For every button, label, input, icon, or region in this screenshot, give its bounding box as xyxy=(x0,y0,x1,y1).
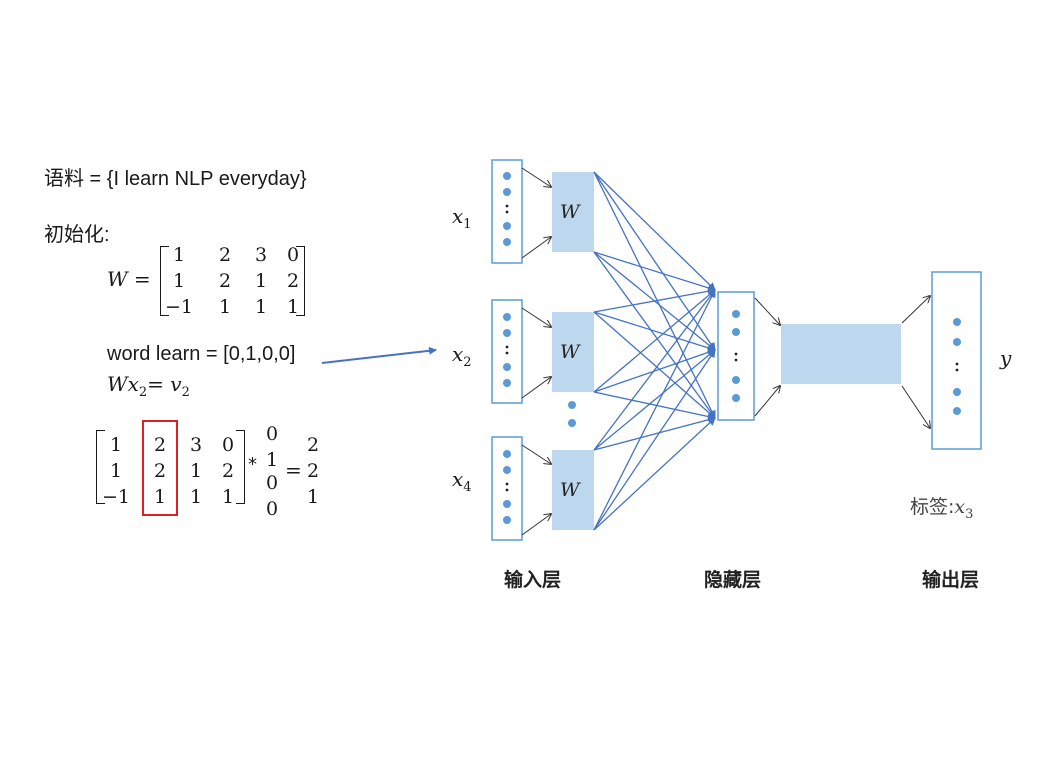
matrix-w-cell-1-1: 2 xyxy=(218,270,232,292)
matrix-calc-right-bracket xyxy=(236,430,245,504)
multiply-star: * xyxy=(248,454,257,475)
equals-sign: = xyxy=(285,458,302,482)
caption-input-layer: 输入层 xyxy=(504,569,562,591)
projection-box xyxy=(781,324,901,384)
ellipsis-dots xyxy=(505,204,959,492)
matrix-w-cell-1-0: 1 xyxy=(172,270,186,292)
matrix-calc-cell-1-1: 2 xyxy=(153,460,167,482)
matrix-calc-cell-1-2: 1 xyxy=(189,460,203,482)
matrix-w-cell-0-0: 1 xyxy=(172,244,186,266)
result-entry-1: 2 xyxy=(306,460,320,482)
matrix-w-cell-2-0: −1 xyxy=(164,296,193,318)
w-label-2: W xyxy=(560,341,580,363)
highlight-column-box xyxy=(142,420,178,516)
tag-label: 标签:x3 xyxy=(910,496,974,522)
matrix-calc-cell-2-2: 1 xyxy=(189,486,203,508)
vector-entry-0: 0 xyxy=(265,423,279,445)
eq-x: x xyxy=(127,372,139,396)
arrow-in-2b xyxy=(521,377,551,399)
vector-entry-2: 0 xyxy=(265,472,279,494)
equation-wx2-v2: Wx2= v2 xyxy=(107,372,190,400)
matrix-w-cell-2-3: 1 xyxy=(286,296,300,318)
matrix-calc-cell-2-3: 1 xyxy=(221,486,235,508)
matrix-w-cell-0-3: 0 xyxy=(286,244,300,266)
matrix-w-right-bracket xyxy=(296,246,305,316)
matrix-w-cell-1-2: 1 xyxy=(254,270,268,292)
w-box-2 xyxy=(552,312,594,392)
vector-entry-1: 1 xyxy=(265,449,279,471)
corpus-line: 语料 = {I learn NLP everyday} xyxy=(44,168,307,190)
arrow-in-4b xyxy=(521,514,551,536)
w-box-1 xyxy=(552,172,594,252)
matrix-w-cell-1-3: 2 xyxy=(286,270,300,292)
eq-equals: = xyxy=(147,372,164,396)
eq-v: v xyxy=(170,372,182,396)
w-equals-label: W = xyxy=(107,267,151,291)
arrow-hidden-b xyxy=(754,386,780,417)
init-label: 初始化: xyxy=(44,224,110,246)
matrix-calc-cell-0-2: 3 xyxy=(189,434,203,456)
word-learn-line: word learn = [0,1,0,0] xyxy=(107,343,296,365)
w-label-3: W xyxy=(560,479,580,501)
arrow-hidden-a xyxy=(754,297,780,325)
matrix-calc-cell-0-3: 0 xyxy=(221,434,235,456)
label-y: y xyxy=(1000,346,1012,370)
label-x2: x2 xyxy=(452,342,472,370)
caption-output-layer: 输出层 xyxy=(922,569,980,591)
label-x1: x1 xyxy=(452,204,472,232)
matrix-calc-left-bracket xyxy=(96,430,105,504)
matrix-calc-cell-2-1: 1 xyxy=(153,486,167,508)
eq-w: W xyxy=(107,372,128,396)
matrix-w-cell-0-1: 2 xyxy=(218,244,232,266)
w-label-1: W xyxy=(560,201,580,223)
label-x4: x4 xyxy=(452,467,472,495)
matrix-calc-cell-0-1: 2 xyxy=(153,434,167,456)
result-entry-0: 2 xyxy=(306,434,320,456)
arrow-in-1b xyxy=(521,237,551,259)
matrix-w-cell-0-2: 3 xyxy=(254,244,268,266)
neuron-dots xyxy=(503,172,961,524)
matrix-calc-cell-0-0: 1 xyxy=(109,434,123,456)
eq-vsub: 2 xyxy=(181,385,190,400)
pointer-arrow xyxy=(321,346,437,364)
output-vector xyxy=(931,271,982,450)
w-box-3 xyxy=(552,450,594,530)
matrix-calc-cell-2-0: −1 xyxy=(101,486,130,508)
arrow-in-4a xyxy=(521,444,551,464)
matrix-calc-cell-1-0: 1 xyxy=(109,460,123,482)
matrix-w-left-bracket xyxy=(160,246,169,316)
matrix-calc-cell-1-3: 2 xyxy=(221,460,235,482)
caption-hidden-layer: 隐藏层 xyxy=(704,569,762,591)
arrow-out-b xyxy=(901,385,930,428)
matrix-w-cell-2-1: 1 xyxy=(218,296,232,318)
vector-entry-3: 0 xyxy=(265,498,279,520)
arrow-out-a xyxy=(901,296,930,324)
arrow-in-2a xyxy=(521,307,551,327)
matrix-w-cell-2-2: 1 xyxy=(254,296,268,318)
fan-in-arrows xyxy=(593,171,716,531)
eq-sub2: 2 xyxy=(138,385,148,400)
result-entry-2: 1 xyxy=(306,486,320,508)
arrow-in-1a xyxy=(521,167,551,187)
